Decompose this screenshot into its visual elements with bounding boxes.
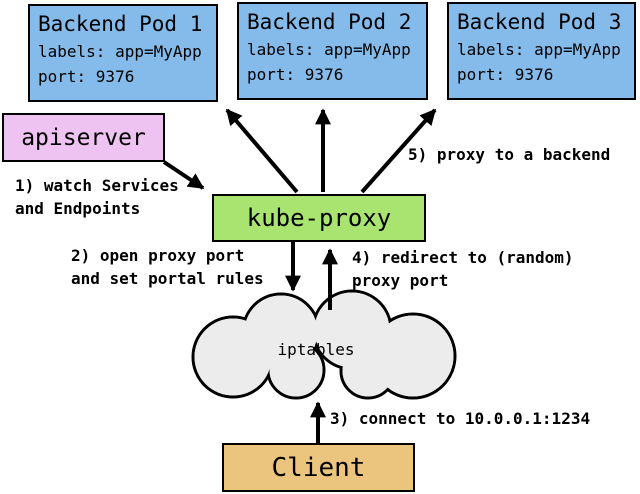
step-3-connect: 3) connect to 10.0.0.1:1234 [330, 407, 590, 430]
iptables-cloud [191, 289, 457, 400]
step-4-redirect: 4) redirect to (random) proxy port [352, 246, 574, 292]
pod-title: Backend Pod 1 [38, 12, 203, 36]
pod-labels: labels: app=MyApp [247, 40, 411, 59]
backend-pod-3: Backend Pod 3 labels: app=MyApp port: 93… [447, 2, 636, 100]
step-line: proxy port [352, 271, 449, 290]
step-line: 3) connect to 10.0.0.1:1234 [330, 409, 591, 428]
step-5-proxy-to-backend: 5) proxy to a backend [408, 143, 610, 166]
step-1-watch-services: 1) watch Services and Endpoints [15, 174, 179, 220]
step-line: and Endpoints [15, 199, 141, 218]
kube-proxy-box: kube-proxy [212, 194, 426, 242]
pod-port: port: 9376 [38, 67, 135, 86]
pod-title: Backend Pod 3 [457, 10, 622, 34]
pod-labels: labels: app=MyApp [38, 42, 202, 61]
step-line: 5) proxy to a backend [408, 145, 611, 164]
iptables-label: iptables [277, 340, 355, 359]
backend-pod-2: Backend Pod 2 labels: app=MyApp port: 93… [237, 2, 428, 100]
arrow-proxy-to-backend-3 [360, 108, 437, 194]
step-line: and set portal rules [71, 269, 264, 288]
arrow-proxy-to-backend-1 [225, 108, 299, 194]
pod-labels: labels: app=MyApp [457, 40, 621, 59]
step-line: 2) open proxy port [71, 246, 245, 265]
apiserver-box: apiserver [2, 113, 165, 162]
backend-pod-1: Backend Pod 1 labels: app=MyApp port: 93… [28, 4, 218, 102]
client-box: Client [222, 443, 415, 492]
step-2-open-proxy-port: 2) open proxy port and set portal rules [71, 244, 264, 290]
step-line: 1) watch Services [15, 176, 179, 195]
step-line: 4) redirect to (random) [352, 248, 574, 267]
pod-port: port: 9376 [247, 65, 344, 84]
pod-port: port: 9376 [457, 65, 554, 84]
pod-title: Backend Pod 2 [247, 10, 412, 34]
arrow-watch-services [162, 160, 205, 190]
